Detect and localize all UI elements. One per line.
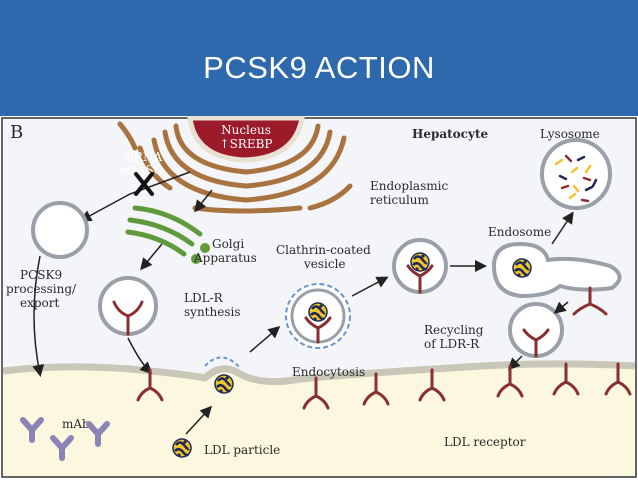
- ldlr-label-line2: synthesis: [184, 305, 240, 319]
- free-ldl-particle: [171, 437, 193, 459]
- golgi-to-vesicle-arrow: [140, 243, 163, 271]
- nucleus: [187, 115, 305, 163]
- hepatocyte-label: Hepatocyte: [412, 127, 489, 141]
- ldl-particle-label: LDL particle: [204, 443, 280, 457]
- pit-to-vesicle-arrow: [249, 326, 281, 353]
- title-bar: PCSK9 ACTION: [0, 0, 638, 116]
- er-label-line1: Endoplasmic: [370, 179, 448, 193]
- pcsk9-label-line2: processing/: [6, 282, 77, 296]
- export-arrow: [79, 171, 191, 222]
- golgi-label-line1: Golgi: [212, 237, 244, 251]
- sirna-label-line1: siRNA: [124, 150, 163, 164]
- extracellular-space: [3, 363, 635, 476]
- pcsk9-diagram: Nucleus ↑SREBP B siRNA: [0, 115, 638, 479]
- pcsk9-export-arrow: [32, 255, 45, 377]
- to-recycling-arrow: [553, 301, 569, 314]
- cell-membrane: [2, 360, 636, 386]
- ldlr-label-line1: LDL-R: [184, 291, 224, 305]
- blocked-cross-icon: [134, 172, 154, 196]
- clathrin-label-line2: vesicle: [303, 257, 346, 271]
- clathrin-coated-vesicle: [285, 283, 351, 349]
- slide-title: PCSK9 ACTION: [203, 50, 435, 85]
- pcsk9-label-line1: PCSK9: [20, 268, 62, 282]
- clathrin-label-line1: Clathrin-coated: [276, 243, 371, 257]
- ldlr-vesicle: [98, 276, 158, 336]
- pcsk9-label-line3: export: [20, 296, 60, 310]
- endocytosis-label: Endocytosis: [292, 365, 365, 379]
- recycle-to-membrane-arrow: [507, 355, 523, 371]
- vesicle-to-endosome-arrow: [351, 276, 389, 297]
- ldl-in-pit: [213, 373, 235, 395]
- mab-label: mAb: [62, 417, 90, 431]
- sorting-endosome: [491, 241, 622, 316]
- clathrin-coated-pit: [204, 356, 241, 369]
- er-label-line2: reticulum: [370, 193, 430, 207]
- lysosome: [540, 138, 612, 210]
- ldl-binding-arrow: [185, 405, 213, 435]
- golgi-apparatus: [125, 205, 210, 264]
- nucleus-label: Nucleus: [221, 123, 271, 137]
- sirna-label-line2: or ASO: [120, 163, 164, 177]
- vesicle-to-membrane-arrow: [127, 337, 153, 375]
- golgi-label-line2: Apparatus: [193, 251, 257, 265]
- to-lysosome-arrow: [551, 211, 574, 245]
- srebp-label: ↑SREBP: [220, 137, 273, 151]
- ldl-receptor-label: LDL receptor: [444, 435, 526, 449]
- endosome-label: Endosome: [488, 225, 551, 239]
- recycling-vesicle: [508, 302, 564, 358]
- diagram-svg: Nucleus ↑SREBP B siRNA: [1, 115, 637, 478]
- recycling-label-line2: of LDR-R: [424, 337, 480, 351]
- panel-letter: B: [10, 122, 23, 143]
- lysosome-label: Lysosome: [540, 127, 600, 141]
- early-endosome: [392, 238, 448, 294]
- pcsk9-vesicle: [31, 201, 89, 259]
- er-to-golgi-arrow: [194, 189, 213, 213]
- recycling-label-line1: Recycling: [424, 323, 484, 337]
